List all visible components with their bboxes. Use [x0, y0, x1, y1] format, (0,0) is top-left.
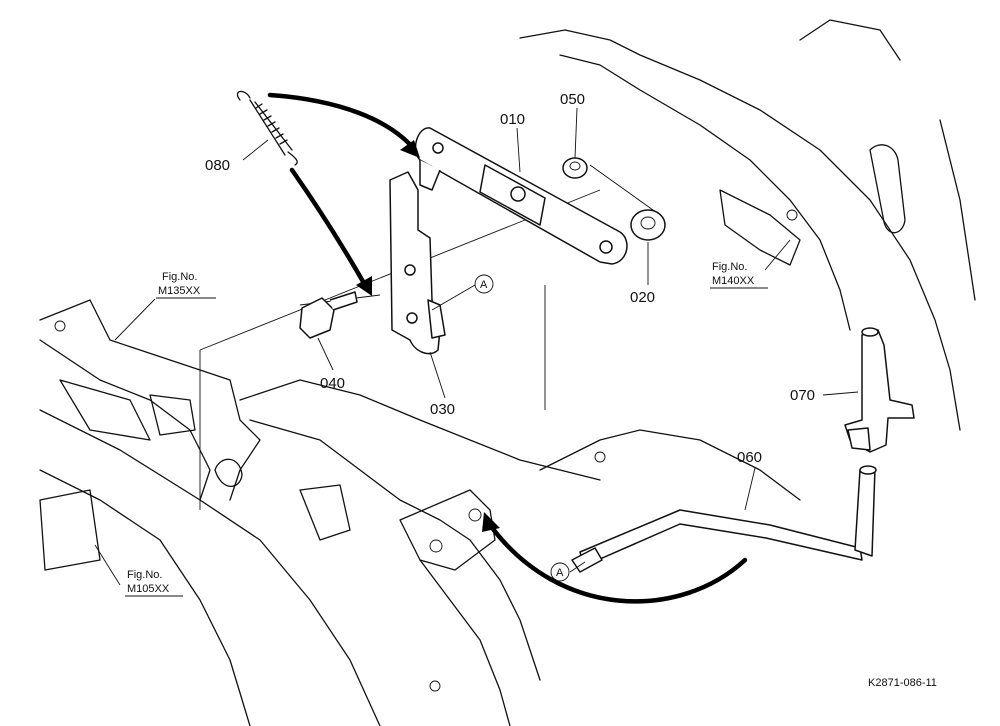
part-050-collar — [562, 157, 588, 179]
chassis-frame-center — [239, 379, 801, 726]
label-060: 060 — [737, 449, 762, 466]
marker-a-circle-upper — [474, 274, 494, 294]
indicator-arrows — [267, 92, 748, 604]
chassis-frame-right — [519, 19, 976, 431]
marker-a-upper: A — [480, 279, 488, 291]
part-030-bracket — [389, 171, 446, 355]
marker-a-circle-lower — [550, 562, 570, 582]
label-080: 080 — [205, 157, 230, 174]
part-010-plate — [414, 127, 628, 265]
part-060-rod — [571, 465, 877, 573]
figref-m140-line1: Fig.No. — [712, 261, 747, 273]
part-020-washer — [630, 209, 666, 241]
figref-m140-line2: M140XX — [712, 275, 755, 287]
drawing-code: K2871-086-11 — [868, 677, 937, 689]
leader-lines — [94, 107, 859, 586]
part-080-spring — [236, 90, 298, 166]
figref-m105-line2: M105XX — [127, 583, 170, 595]
label-030: 030 — [430, 401, 455, 418]
figref-m105-line1: Fig.No. — [127, 569, 162, 581]
part-070-lever — [844, 327, 915, 453]
figref-m135-line1: Fig.No. — [162, 271, 197, 283]
marker-a-lower: A — [556, 567, 564, 579]
label-020: 020 — [630, 289, 655, 306]
chassis-frame-left — [39, 299, 381, 726]
label-040: 040 — [320, 375, 345, 392]
label-050: 050 — [560, 91, 585, 108]
figref-m135-line2: M135XX — [158, 285, 201, 297]
part-040-bolt — [299, 291, 358, 339]
label-070: 070 — [790, 387, 815, 404]
label-010: 010 — [500, 111, 525, 128]
